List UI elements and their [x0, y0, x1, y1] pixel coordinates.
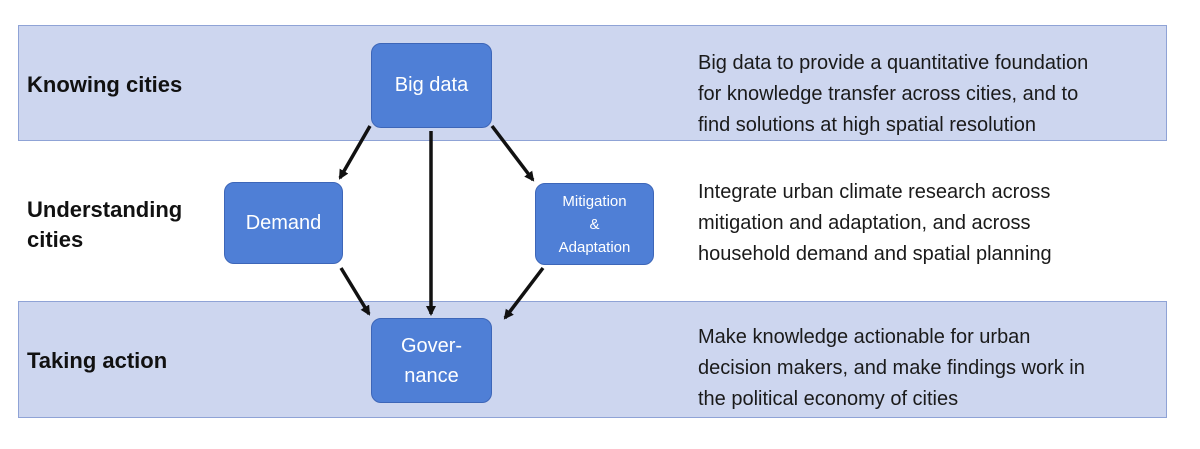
description-line: Big data to provide a quantitative found…: [698, 52, 1089, 74]
description-line: find solutions at high spatial resolutio…: [698, 114, 1036, 136]
arrow-bigdata-to-demand: [338, 125, 372, 180]
arrow-demand-to-governance: [339, 267, 371, 316]
description-taking-action: Make knowledge actionable for urban deci…: [698, 322, 1158, 415]
row-label-line: cities: [27, 227, 84, 252]
description-line: decision makers, and make findings work …: [698, 357, 1085, 379]
taking-action-band: [18, 301, 1167, 418]
arrow-bigdata-to-mitigation: [490, 124, 535, 182]
row-label-understanding-cities: Understanding cities: [27, 195, 207, 255]
node-label-line: Gover-: [400, 334, 463, 357]
mitigation-adaptation-node: Mitigation & Adaptation: [535, 183, 654, 265]
knowing-cities-band: [18, 25, 1167, 141]
description-line: Integrate urban climate research across: [698, 181, 1051, 203]
node-label-line: &: [589, 215, 600, 233]
node-label-line: Mitigation: [562, 192, 627, 210]
demand-node: Demand: [224, 182, 343, 264]
node-label: Big data: [394, 74, 469, 96]
node-label-line: nance: [404, 364, 459, 387]
description-knowing-cities: Big data to provide a quantitative found…: [698, 48, 1158, 141]
row-label-knowing-cities: Knowing cities: [27, 72, 183, 97]
description-line: mitigation and adaptation, and across: [698, 212, 1031, 234]
description-line: Make knowledge actionable for urban: [698, 326, 1031, 348]
node-label-line: Adaptation: [558, 238, 631, 256]
arrow-mitigation-to-governance: [503, 266, 545, 320]
description-line: for knowledge transfer across cities, an…: [698, 83, 1079, 105]
node-label: Demand: [245, 211, 322, 234]
description-understanding-cities: Integrate urban climate research across …: [698, 177, 1158, 270]
governance-node: Gover- nance: [371, 318, 492, 403]
description-line: household demand and spatial planning: [698, 243, 1052, 265]
big-data-node: Big data: [371, 43, 492, 128]
row-label-taking-action: Taking action: [27, 348, 168, 373]
row-label-line: Understanding: [27, 197, 183, 222]
description-line: the political economy of cities: [698, 388, 959, 410]
